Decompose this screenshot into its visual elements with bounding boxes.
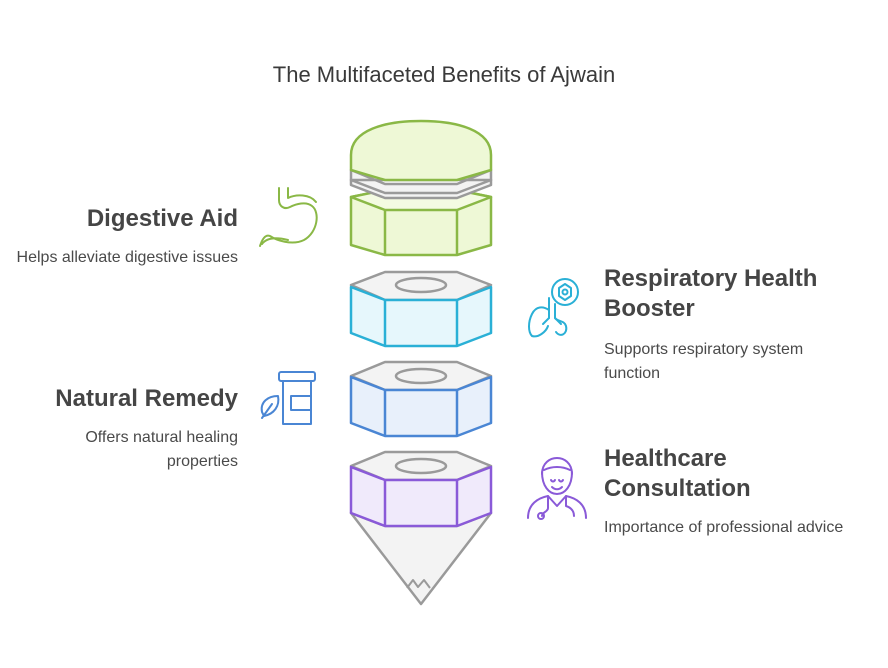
lungs-icon (528, 278, 579, 338)
respiratory-heading: Respiratory Health Booster (604, 265, 818, 322)
digestive-aid-heading: Digestive Aid (86, 205, 238, 232)
green-cap-block (349, 119, 493, 257)
natural-remedy-description: Offers natural healing properties (85, 429, 238, 470)
blue-nut-block (349, 360, 493, 438)
digestive-aid-description: Helps alleviate digestive issues (16, 249, 238, 266)
medicine-jar-icon (260, 371, 316, 425)
stomach-icon (259, 187, 318, 247)
cyan-nut-block (349, 270, 493, 348)
healthcare-description: Importance of professional advice (604, 519, 844, 536)
diagram-title: The Multifaceted Benefits of Ajwain (272, 62, 616, 87)
respiratory-description: Supports respiratory system function (604, 341, 804, 382)
natural-remedy-heading: Natural Remedy (55, 385, 238, 412)
doctor-icon (527, 457, 587, 520)
purple-cone-block (349, 450, 493, 606)
healthcare-heading: Healthcare Consultation (604, 445, 751, 502)
